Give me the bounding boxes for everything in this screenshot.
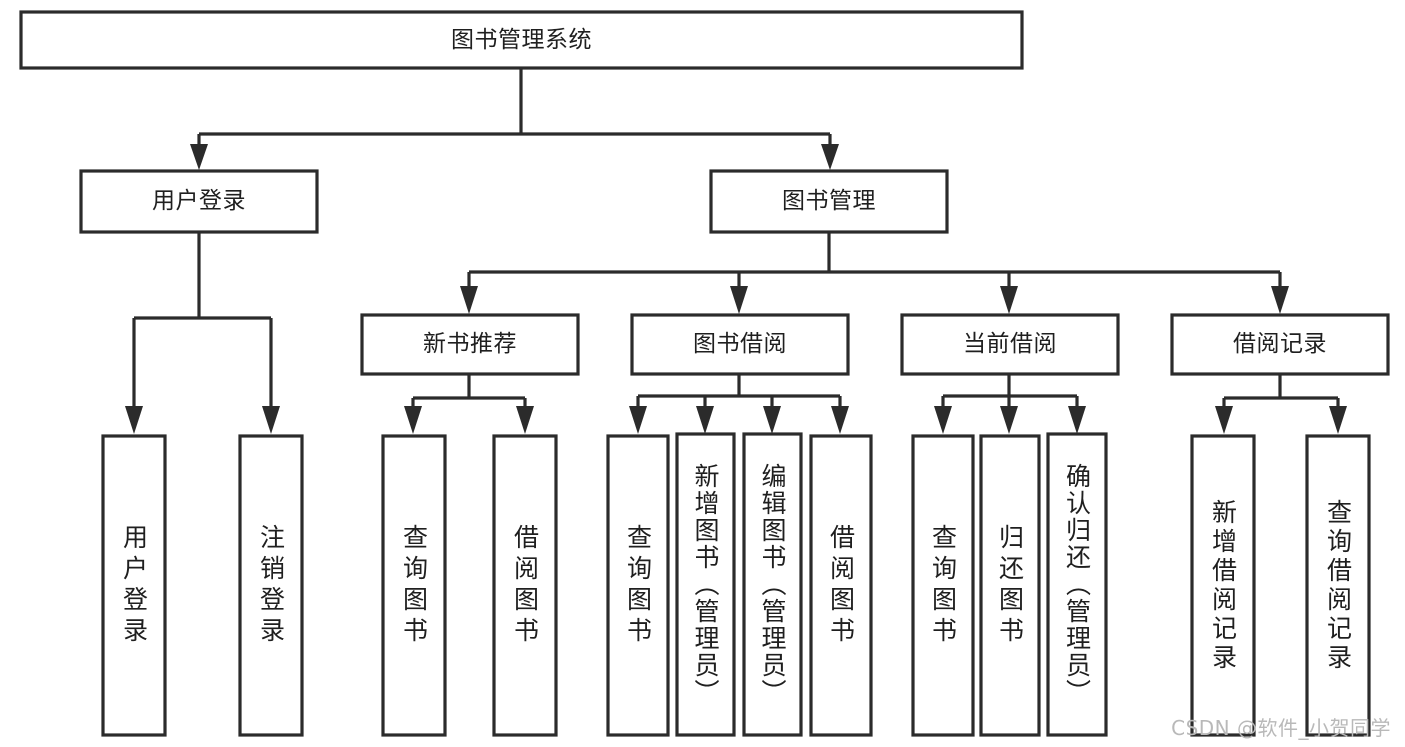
arrowhead-book-manage	[821, 144, 839, 170]
node-box-book-borrow[interactable]	[630, 313, 850, 376]
arrowhead-current-borrow	[1000, 286, 1018, 314]
node-box-leaf-add-book[interactable]	[675, 432, 736, 737]
arrowhead-leaf-user-login	[125, 406, 143, 434]
arrowhead-leaf-confirm-return	[1068, 406, 1086, 434]
node-box-root[interactable]	[19, 10, 1024, 70]
arrowhead-leaf-query-book-3	[934, 406, 952, 434]
arrowhead-user-login	[190, 144, 208, 170]
node-box-leaf-query-record[interactable]	[1305, 434, 1371, 737]
arrowhead-new-book-recommend	[460, 286, 478, 314]
arrowhead-leaf-query-record	[1329, 406, 1347, 434]
node-box-new-book-recommend[interactable]	[360, 313, 580, 376]
arrowhead-leaf-add-book	[696, 406, 714, 434]
arrowhead-book-borrow	[730, 286, 748, 314]
node-box-leaf-user-login[interactable]	[101, 434, 167, 737]
arrowhead-leaf-logout-login	[262, 406, 280, 434]
node-box-user-login[interactable]	[79, 169, 319, 234]
node-box-leaf-query-book-2[interactable]	[606, 434, 670, 737]
node-box-leaf-logout-login[interactable]	[238, 434, 304, 737]
node-box-leaf-query-book-1[interactable]	[381, 434, 447, 737]
node-box-leaf-add-record[interactable]	[1190, 434, 1256, 737]
arrowhead-leaf-borrow-book-2	[831, 406, 849, 434]
node-box-leaf-borrow-book-2[interactable]	[809, 434, 873, 737]
node-box-leaf-borrow-book-1[interactable]	[492, 434, 558, 737]
node-box-leaf-query-book-3[interactable]	[911, 434, 975, 737]
node-box-current-borrow[interactable]	[900, 313, 1120, 376]
arrowhead-leaf-add-record	[1215, 406, 1233, 434]
arrowhead-leaf-edit-book	[763, 406, 781, 434]
arrowhead-leaf-query-book-2	[629, 406, 647, 434]
watermark-text: CSDN @软件_小贺同学	[1171, 716, 1391, 740]
arrowhead-leaf-return-book	[1000, 406, 1018, 434]
arrowhead-leaf-borrow-book-1	[516, 406, 534, 434]
arrowhead-borrow-record	[1271, 286, 1289, 314]
node-box-book-manage[interactable]	[709, 169, 949, 234]
node-box-leaf-confirm-return[interactable]	[1046, 432, 1108, 737]
arrowhead-leaf-query-book-1	[404, 406, 422, 434]
node-box-borrow-record[interactable]	[1170, 313, 1390, 376]
node-box-leaf-return-book[interactable]	[979, 434, 1041, 737]
node-box-leaf-edit-book[interactable]	[742, 432, 803, 737]
